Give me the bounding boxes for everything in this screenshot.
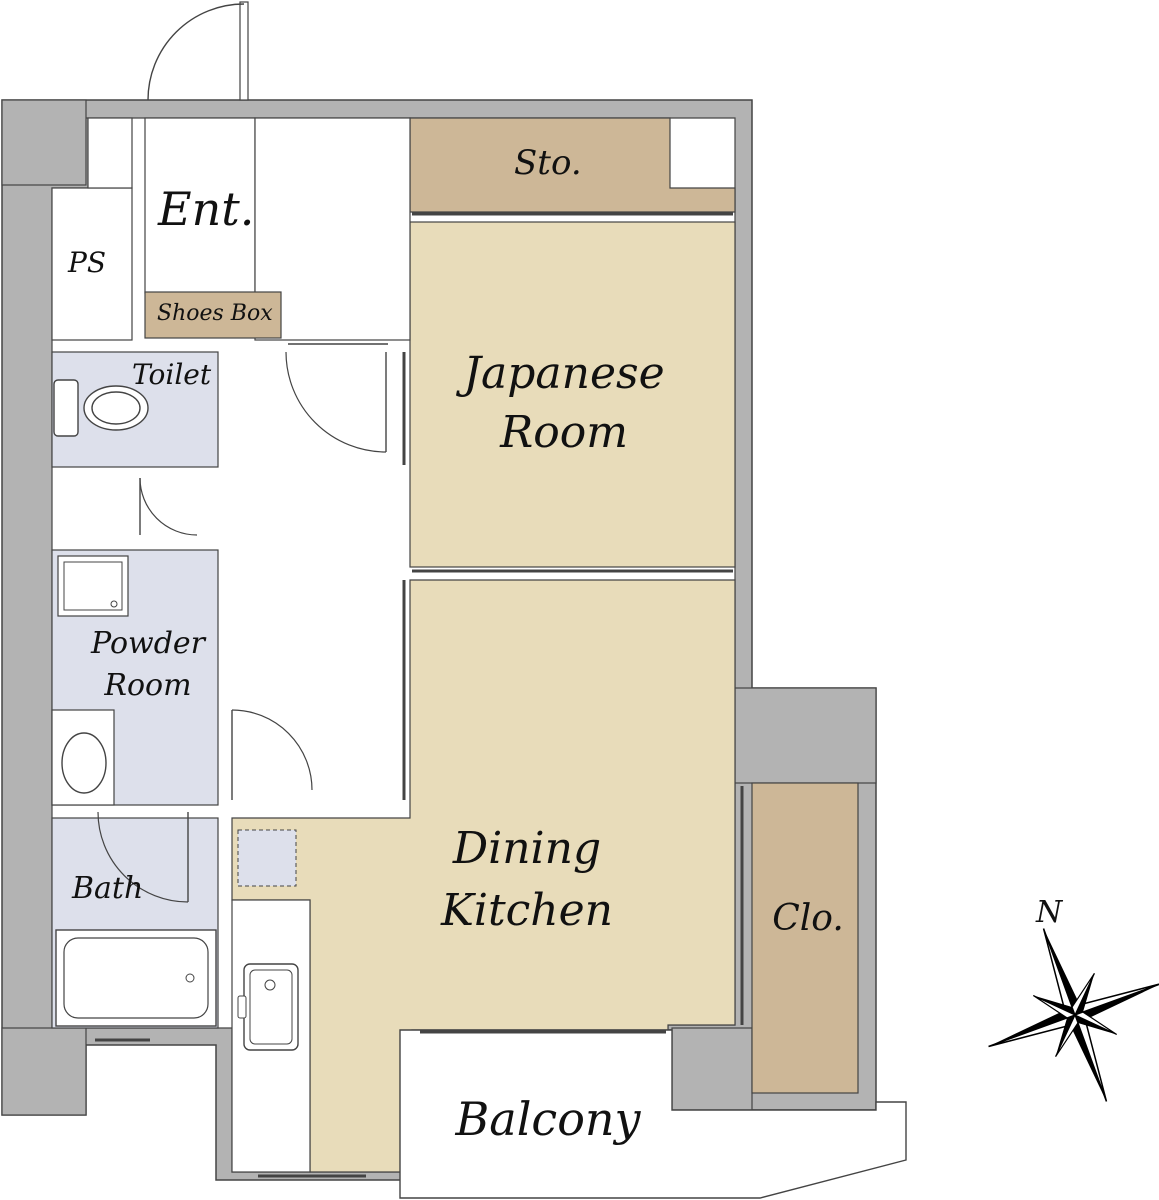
wall-block-se [671, 1027, 753, 1111]
bathtub-drain [185, 973, 195, 983]
kitchen-sink [243, 963, 299, 1051]
hall-door[interactable] [285, 343, 388, 453]
compass-rose-icon [988, 928, 1159, 1102]
closet-area [751, 782, 859, 1094]
pipe-space-label: PS [67, 246, 106, 279]
powder-room-label-line2: Room [103, 668, 191, 703]
fridge-space [237, 829, 297, 887]
toilet-fixture [53, 379, 149, 437]
bathtub-inner [63, 937, 209, 1019]
toilet-door[interactable] [139, 477, 198, 536]
powder-room-label-line1: Powder [90, 626, 207, 661]
powder-room-door[interactable] [231, 709, 313, 800]
washing-machine-pan-inner [63, 561, 123, 611]
balcony-label: Balcony [454, 1092, 641, 1146]
washing-machine-pan [57, 555, 129, 617]
bath-door[interactable] [97, 811, 189, 903]
japanese-room-label-line2: Room [499, 407, 628, 458]
sink-drain [264, 979, 276, 991]
dining-kitchen-label-line2: Kitchen [440, 885, 613, 936]
entrance-area [144, 117, 256, 294]
shoes-box [144, 291, 282, 339]
toilet-label: Toilet [132, 358, 212, 391]
dining-kitchen-label-line1: Dining [452, 823, 601, 874]
compass-north-label: N [1035, 895, 1064, 930]
sink-faucet [237, 995, 247, 1019]
wall-block-east [734, 687, 877, 784]
pipe-space [51, 187, 133, 341]
shoes-box-label: Shoes Box [157, 301, 273, 326]
balcony-area [399, 1029, 907, 1199]
storage-label: Sto. [514, 143, 582, 183]
sink-basin [249, 969, 293, 1045]
washing-machine-drain [110, 600, 118, 608]
closet-label: Clo. [772, 898, 844, 939]
front-door[interactable] [147, 1, 249, 101]
pipe-space-upper [87, 117, 133, 189]
wall-corner-nw [1, 99, 87, 186]
entrance-label: Ent. [157, 182, 254, 236]
japanese-room-area [409, 221, 736, 568]
bathtub [55, 929, 217, 1027]
wall-corner-sw [1, 1027, 87, 1116]
bath-label: Bath [71, 871, 143, 906]
washbasin [61, 732, 107, 794]
japanese-room-label-line1: Japanese [455, 348, 664, 399]
